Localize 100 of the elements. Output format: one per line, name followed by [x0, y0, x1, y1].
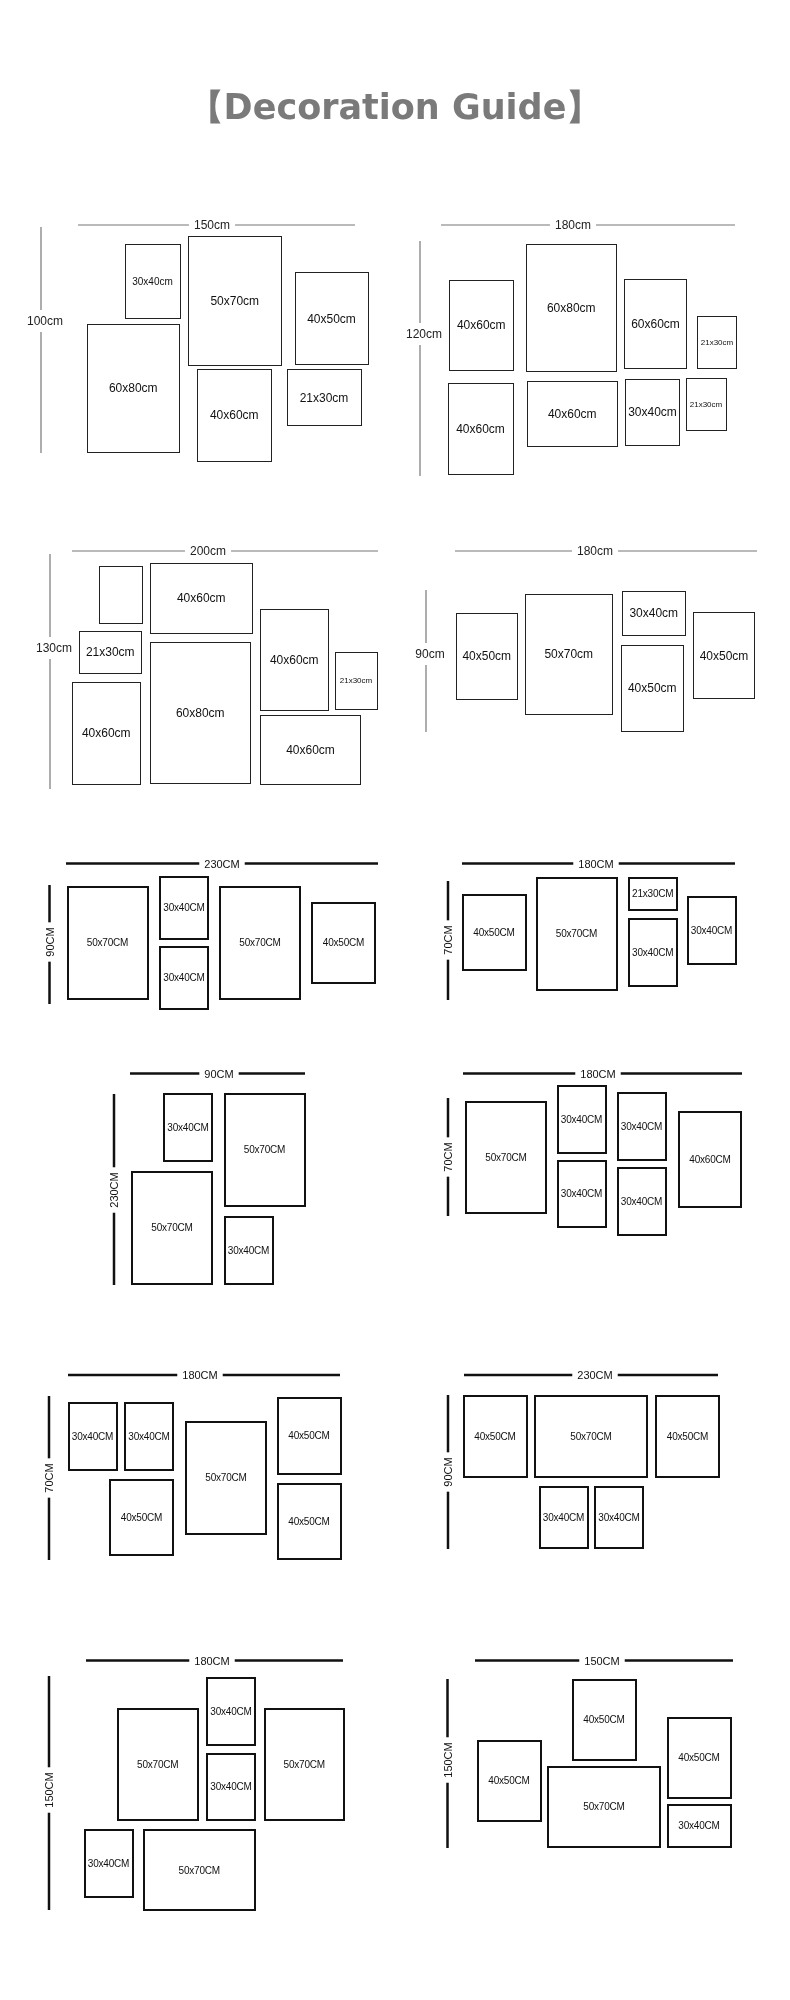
- size-label: 30x40CM: [167, 1121, 209, 1133]
- dimension-label: 180cm: [555, 219, 591, 231]
- size-label: 60x80cm: [546, 300, 596, 315]
- dimension-label: 100cm: [27, 315, 63, 327]
- size-label: 40x50CM: [583, 1714, 625, 1726]
- picture-frame: [276, 1483, 342, 1560]
- picture-frame: [447, 383, 514, 475]
- dimension-label: 150CM: [43, 1772, 55, 1808]
- picture-frame: [616, 1166, 667, 1236]
- picture-frame: [697, 316, 737, 369]
- size-label: 30x40CM: [620, 1120, 663, 1132]
- picture-frame: [67, 1402, 118, 1471]
- picture-frame: [260, 609, 329, 711]
- dimension-label: 70CM: [43, 1463, 55, 1493]
- picture-frame: [87, 323, 180, 453]
- picture-frame: [124, 1402, 174, 1471]
- picture-frame: [526, 243, 617, 372]
- dimension-label: 180CM: [182, 1369, 218, 1381]
- size-label: 40x50CM: [678, 1752, 720, 1764]
- size-label: 21x30cm: [299, 390, 349, 405]
- picture-frame: [276, 1397, 342, 1475]
- picture-frame: [625, 379, 680, 446]
- size-label: 40x50cm: [307, 311, 356, 326]
- size-label: 40x60cm: [286, 742, 335, 757]
- size-label: 30x40CM: [598, 1511, 640, 1523]
- size-label: 50x70CM: [555, 928, 598, 939]
- picture-frame: [624, 279, 687, 369]
- size-label: 21x30cm: [339, 676, 373, 686]
- size-label: 50x70CM: [137, 1758, 179, 1770]
- picture-frame: [535, 876, 618, 991]
- picture-frame: [547, 1766, 661, 1848]
- size-label: 30x40CM: [690, 925, 733, 936]
- picture-frame: [286, 369, 362, 426]
- picture-frame: [449, 280, 514, 371]
- size-label: 40x50CM: [488, 1775, 530, 1787]
- picture-frame: [185, 1420, 267, 1535]
- dimension-label: 180CM: [194, 1655, 230, 1666]
- dimension-label: 230CM: [108, 1172, 120, 1208]
- size-label: 30x40CM: [620, 1195, 663, 1207]
- dimension-label: 180CM: [580, 1068, 616, 1079]
- size-label: 30x40cm: [629, 606, 679, 620]
- size-label: 30x40CM: [71, 1431, 114, 1442]
- size-label: 40x50CM: [322, 937, 365, 948]
- picture-frame: [666, 1803, 732, 1848]
- size-label: 30x40CM: [632, 946, 674, 958]
- size-label: 40x60cm: [456, 422, 505, 436]
- size-label: 40x50CM: [474, 1430, 516, 1442]
- picture-frame: [534, 1395, 648, 1478]
- picture-frame: [678, 1110, 742, 1208]
- size-label: 50x70CM: [86, 937, 129, 948]
- size-label: 40x50cm: [627, 681, 677, 696]
- size-label: 50x70cm: [210, 294, 260, 308]
- size-label: 40x60CM: [689, 1153, 731, 1165]
- size-label: 40x50CM: [120, 1512, 163, 1523]
- picture-frame: [219, 885, 301, 1000]
- picture-frame: [556, 1084, 607, 1154]
- size-label: 21x30cm: [85, 645, 135, 660]
- picture-frame: [206, 1752, 256, 1821]
- dimension-label: 230CM: [204, 858, 240, 869]
- size-label: 21x30cm: [689, 400, 723, 409]
- size-label: 60x60cm: [631, 316, 680, 331]
- size-label: 50x70cm: [544, 647, 594, 662]
- size-label: 60x80cm: [108, 381, 158, 395]
- dimension-label: 150CM: [584, 1655, 620, 1666]
- size-label: 40x50CM: [288, 1516, 330, 1527]
- dimension-label: 90cm: [415, 648, 445, 660]
- dimension-label: 90CM: [44, 927, 55, 957]
- dimension-label: 180cm: [577, 545, 613, 557]
- picture-frame: [686, 896, 737, 965]
- picture-frame: [163, 1092, 213, 1162]
- size-label: 30x40cm: [628, 405, 677, 420]
- dimension-label: 130cm: [36, 642, 72, 654]
- size-label: 40x60cm: [547, 407, 597, 421]
- picture-frame: [206, 1677, 256, 1746]
- size-label: 21x30CM: [632, 888, 674, 900]
- picture-frame: [594, 1485, 644, 1549]
- size-label: 50x70CM: [485, 1151, 527, 1163]
- size-label: 40x50CM: [288, 1430, 330, 1442]
- size-label: 30x40cm: [132, 275, 173, 287]
- picture-frame: [538, 1485, 589, 1549]
- picture-frame: [131, 1171, 213, 1285]
- picture-frame: [628, 917, 678, 987]
- size-label: 50x70CM: [239, 937, 281, 948]
- size-label: 40x60cm: [456, 318, 506, 333]
- picture-frame: [263, 1707, 345, 1821]
- size-label: 60x80cm: [175, 705, 225, 720]
- size-label: 30x40CM: [163, 902, 205, 913]
- dimension-label: 90CM: [442, 1457, 454, 1487]
- picture-frame: [461, 894, 527, 971]
- picture-frame: [159, 875, 209, 940]
- size-label: 40x50cm: [462, 649, 512, 664]
- picture-frame: [465, 1100, 547, 1214]
- size-label: 50x70CM: [243, 1144, 286, 1155]
- picture-frame: [109, 1479, 174, 1556]
- size-label: 30x40CM: [210, 1706, 252, 1717]
- picture-frame: [526, 381, 618, 447]
- size-label: 30x40CM: [128, 1431, 170, 1442]
- size-label: 30x40CM: [678, 1820, 720, 1831]
- picture-frame: [525, 594, 613, 715]
- picture-frame: [621, 644, 684, 732]
